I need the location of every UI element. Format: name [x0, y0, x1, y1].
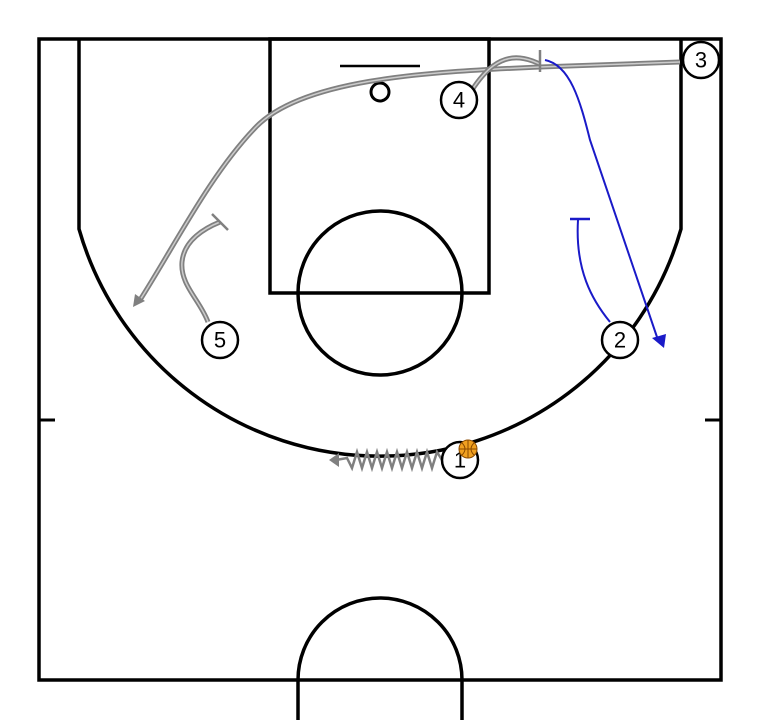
screen-path-outline: [469, 55, 541, 92]
basket-rim: [369, 81, 391, 103]
player-2[interactable]: 2: [600, 320, 640, 360]
free-throw-circle: [296, 209, 464, 377]
screen-path-inner: [181, 221, 221, 323]
paint-lane: [268, 37, 491, 295]
cut-path-arrow: [133, 294, 145, 307]
screen-t-bar: [211, 213, 229, 231]
cut-path-inner: [139, 61, 681, 301]
cut-path-outline: [137, 59, 681, 302]
player-3-cut-path: [133, 59, 681, 307]
player-5-screen-path: [179, 213, 229, 323]
player-5-label: 5: [214, 328, 226, 353]
basketball-icon: [458, 439, 478, 459]
player-4-label: 4: [453, 88, 465, 113]
players: 1 2 3 4 5: [200, 40, 721, 480]
player-4[interactable]: 4: [439, 80, 479, 120]
move-path-line: [544, 59, 659, 341]
player-1-dribble-path: [329, 447, 444, 473]
player-2-screen-path: [570, 217, 611, 323]
move-path-arrow: [652, 334, 666, 348]
screen-path-line: [576, 219, 611, 323]
screen-path-inner: [471, 57, 541, 91]
player-3[interactable]: 3: [681, 40, 721, 80]
player-3-move-path: [544, 59, 666, 348]
dribble-arrow: [329, 453, 339, 467]
court-boundary: [37, 37, 723, 682]
center-circle: [296, 596, 464, 720]
player-4-screen-path: [469, 50, 542, 92]
dribble-zigzag: [335, 447, 444, 473]
player-5[interactable]: 5: [200, 320, 240, 360]
player-2-label: 2: [614, 328, 626, 353]
court-lines: [37, 37, 723, 720]
player-3-label: 3: [695, 48, 707, 73]
